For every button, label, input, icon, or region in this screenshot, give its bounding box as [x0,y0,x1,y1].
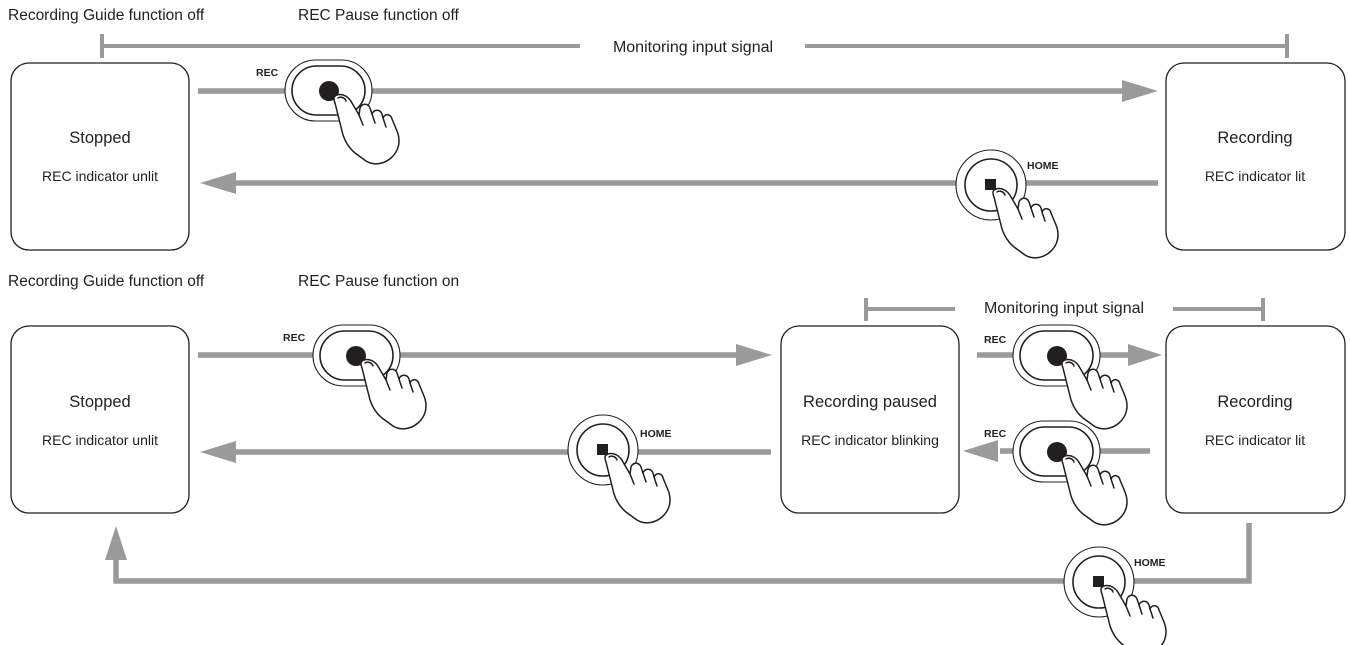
state-subtitle: REC indicator lit [1205,432,1305,448]
rec-button-3[interactable]: REC [984,324,1128,430]
pointing-hand-icon [604,452,671,524]
monitoring-bracket-1: Monitoring input signal [100,34,1289,58]
monitoring-label-2: Monitoring input signal [984,300,1144,317]
home-button-2[interactable]: HOME [567,414,672,524]
home-stop-button-icon [985,179,996,190]
state-title: Stopped [69,393,130,411]
home-label: HOME [1134,557,1166,569]
rec-button-4[interactable]: REC [984,420,1128,526]
state-subtitle: REC indicator blinking [801,432,939,448]
pointing-hand-icon [992,187,1059,259]
pointing-hand-icon [1061,454,1128,526]
state-stopped-1: Stopped REC indicator unlit [10,62,190,251]
state-title: Recording [1217,393,1292,411]
caption-pause-1: REC Pause function off [298,7,460,24]
state-recording-1: Recording REC indicator lit [1165,62,1346,251]
rec-button-icon [1047,442,1067,462]
rec-button-1[interactable]: REC [256,59,400,165]
state-subtitle: REC indicator lit [1205,168,1305,184]
home-stop-button-icon [597,444,608,455]
pointing-hand-icon [1100,584,1167,645]
home-stop-button-icon [1093,576,1104,587]
home-button-3[interactable]: HOME [1063,546,1167,645]
arrowhead-to-stopped [200,172,236,194]
pointing-hand-icon [360,358,427,430]
state-title: Stopped [69,129,130,147]
state-title: Recording [1217,129,1292,147]
rec-label: REC [984,334,1007,346]
state-recording-2: Recording REC indicator lit [1165,325,1346,514]
caption-guide-1: Recording Guide function off [8,7,205,24]
rec-label: REC [283,332,306,344]
rec-button-icon [319,81,339,101]
state-subtitle: REC indicator unlit [42,432,158,448]
arrowhead-to-stopped-2 [200,441,236,463]
pointing-hand-icon [333,93,400,165]
arrowhead-to-recording-2 [1128,344,1162,366]
rec-button-icon [1047,346,1067,366]
arrowhead-to-paused-2 [963,440,998,462]
state-stopped-2: Stopped REC indicator unlit [10,325,190,514]
pointing-hand-icon [1061,358,1128,430]
caption-pause-2: REC Pause function on [298,273,459,290]
arrowhead-to-paused [736,344,772,366]
state-title: Recording paused [803,393,937,411]
arrowhead-to-recording [1122,80,1158,102]
home-button-1[interactable]: HOME [955,149,1059,259]
home-label: HOME [1027,160,1059,172]
arrowhead-up-to-stopped [105,526,127,560]
state-paused: Recording paused REC indicator blinking [780,325,960,514]
monitoring-label-1: Monitoring input signal [613,39,773,56]
caption-guide-2: Recording Guide function off [8,273,205,290]
flow-recording-to-stopped-2 [113,523,1252,584]
rec-label: REC [256,67,279,79]
state-subtitle: REC indicator unlit [42,168,158,184]
home-label: HOME [640,428,672,440]
rec-label: REC [984,428,1007,440]
rec-button-icon [346,346,366,366]
monitoring-bracket-2: Monitoring input signal [864,298,1265,321]
rec-button-2[interactable]: REC [283,324,427,430]
